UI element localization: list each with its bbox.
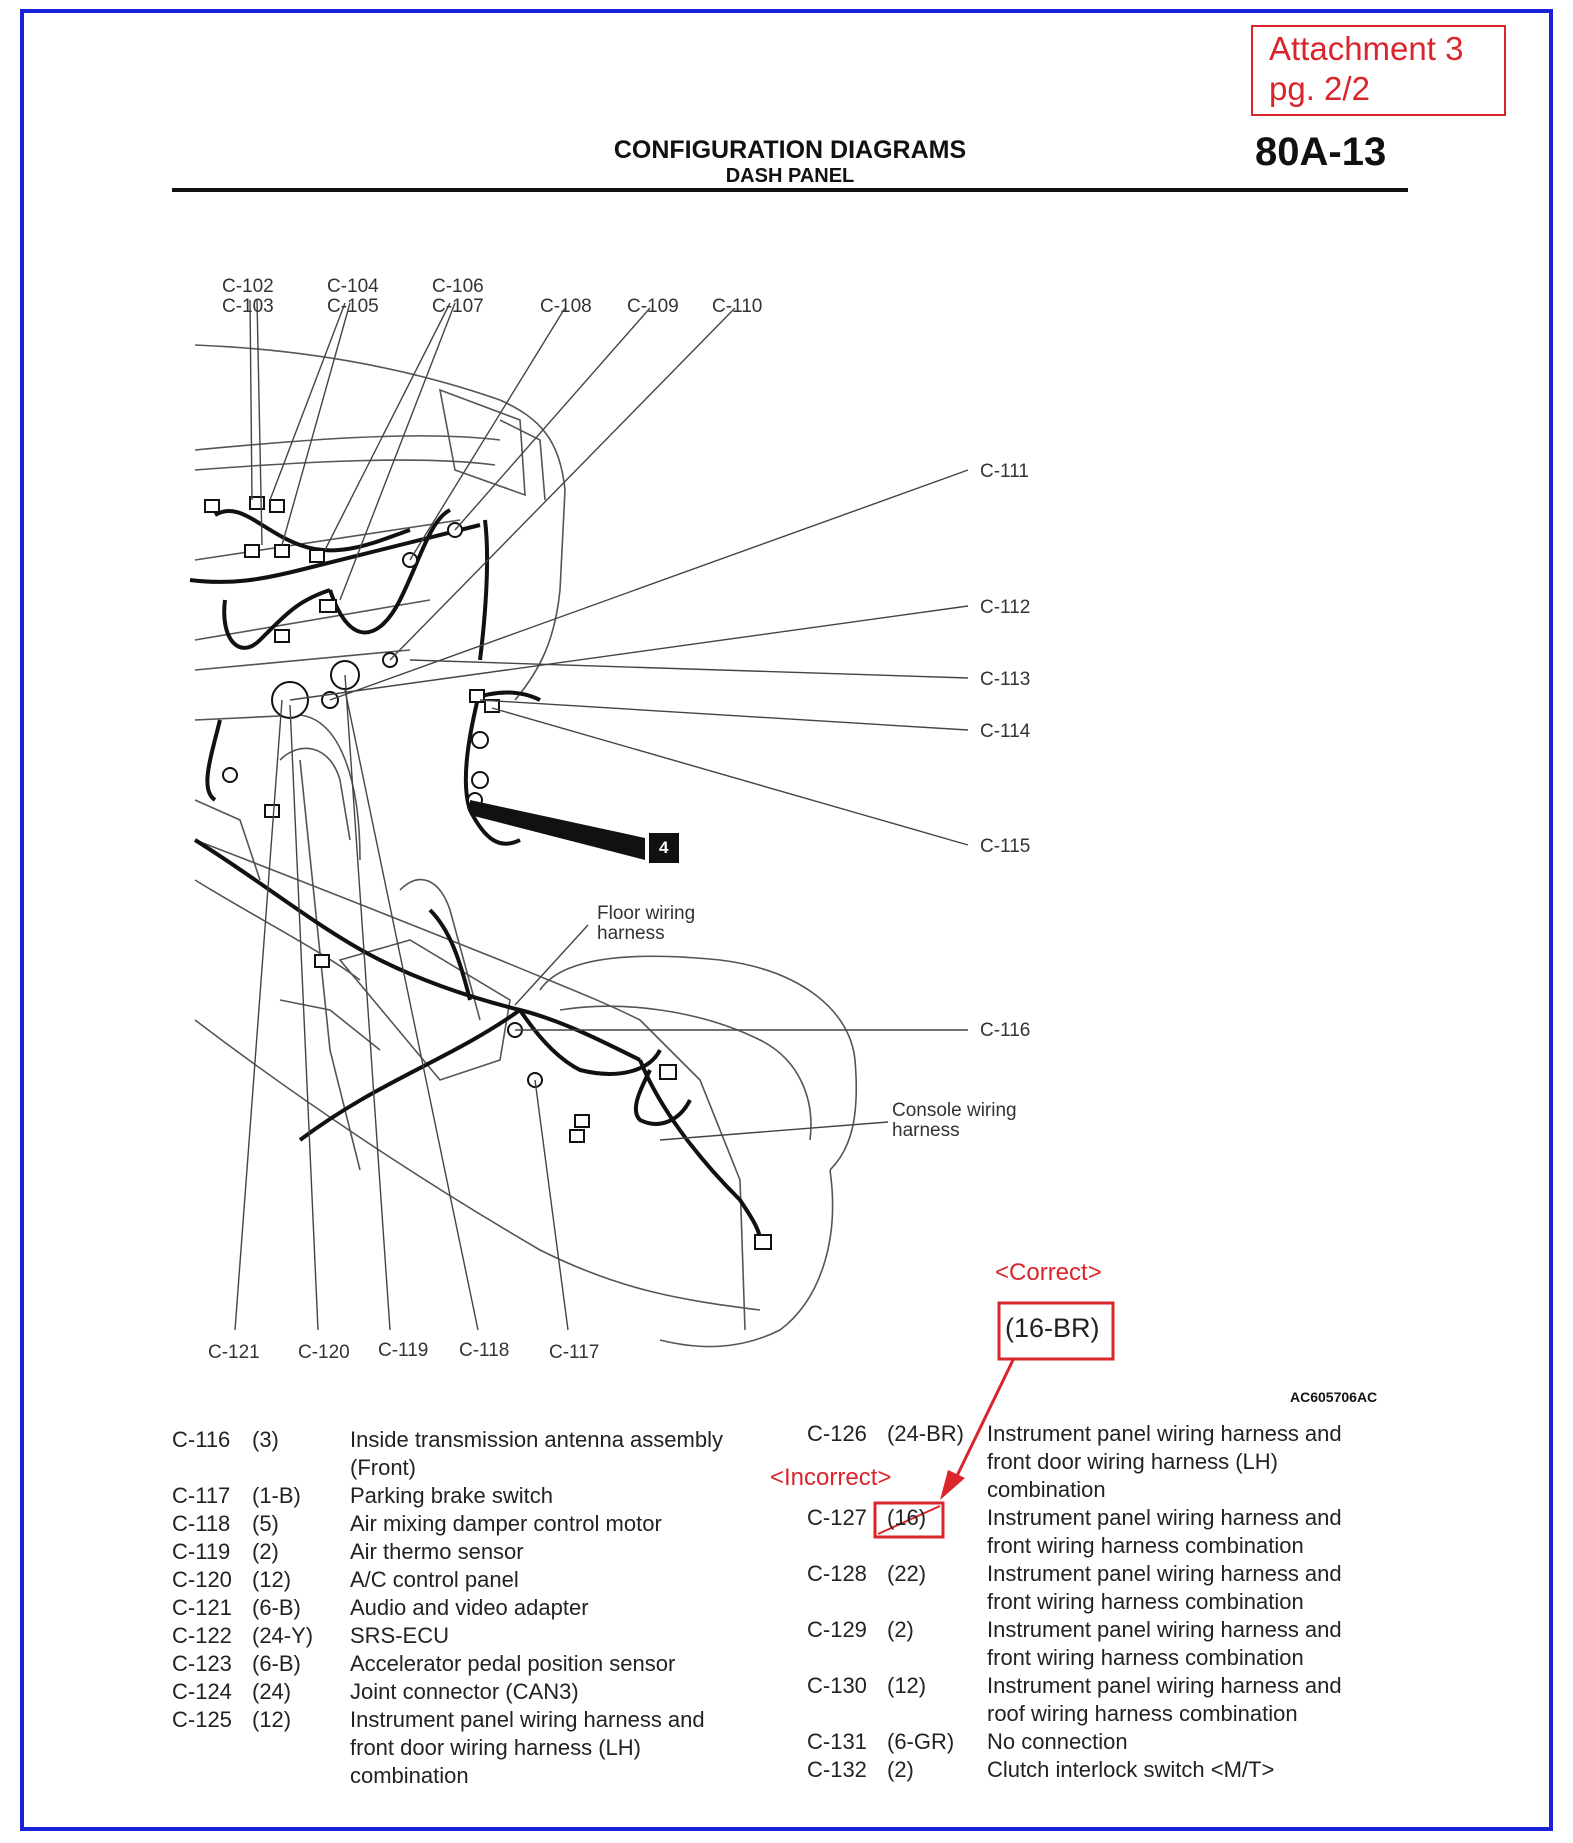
connector-pin-count: (12) bbox=[252, 1567, 292, 1592]
attachment-label: Attachment 3 bbox=[1269, 30, 1464, 67]
connector-description: Inside transmission antenna assembly (Fr… bbox=[350, 1427, 723, 1480]
connector-pin-count: (2) bbox=[887, 1757, 914, 1782]
connector-pin-count: (5) bbox=[252, 1511, 279, 1536]
connector-pin-count: (6-B) bbox=[252, 1595, 301, 1620]
connector-description: Instrument panel wiring harness and fron… bbox=[987, 1421, 1342, 1502]
connector-pin-count: (3) bbox=[252, 1427, 279, 1452]
connector-description: No connection bbox=[987, 1729, 1128, 1754]
callout-c117: C-117 bbox=[549, 1342, 600, 1363]
connector-code: C-122 bbox=[172, 1623, 232, 1648]
leader-lines bbox=[234, 299, 969, 1331]
callout-c120: C-120 bbox=[298, 1342, 350, 1363]
connector-description: Clutch interlock switch <M/T> bbox=[987, 1757, 1275, 1782]
callout-c121: C-121 bbox=[208, 1342, 260, 1363]
connector-pin-count: (22) bbox=[887, 1561, 927, 1586]
connector-code: C-131 bbox=[807, 1729, 867, 1754]
connector-pin-count: (12) bbox=[252, 1707, 292, 1732]
connector-pin-count: (24-Y) bbox=[252, 1623, 314, 1648]
connector-description: Parking brake switch bbox=[350, 1483, 553, 1508]
connector-description: Joint connector (CAN3) bbox=[350, 1679, 579, 1704]
figure-code: AC605706AC bbox=[1290, 1389, 1378, 1405]
connector-pin-count: (6-GR) bbox=[887, 1729, 955, 1754]
floor-harness-line1: Floor wiring bbox=[597, 903, 696, 924]
connector-pin-count: (16) bbox=[887, 1505, 927, 1530]
connector-pin-count: (1-B) bbox=[252, 1483, 301, 1508]
panel-outline bbox=[194, 344, 858, 1348]
incorrect-box bbox=[873, 1501, 945, 1539]
connector-description: Instrument panel wiring harness and roof… bbox=[987, 1673, 1342, 1726]
connector-code: C-118 bbox=[172, 1511, 231, 1536]
attachment-stamp: Attachment 3 pg. 2/2 bbox=[1251, 25, 1506, 116]
callout-c104: C-104 bbox=[327, 276, 379, 297]
console-harness-line1: Console wiring bbox=[892, 1100, 1017, 1121]
connector-description: Instrument panel wiring harness and fron… bbox=[987, 1505, 1342, 1558]
connector-description: Accelerator pedal position sensor bbox=[350, 1651, 676, 1676]
connector-code: C-127 bbox=[807, 1505, 867, 1530]
callout-c109: C-109 bbox=[627, 296, 679, 317]
connector-description: Air mixing damper control motor bbox=[350, 1511, 662, 1536]
callout-c118: C-118 bbox=[459, 1340, 510, 1361]
connector-code: C-119 bbox=[172, 1539, 231, 1564]
callout-c106: C-106 bbox=[432, 276, 484, 297]
connector-code: C-121 bbox=[172, 1595, 232, 1620]
connector-code: C-130 bbox=[807, 1673, 867, 1698]
connector-description: Instrument panel wiring harness and fron… bbox=[987, 1561, 1342, 1614]
connector-code: C-132 bbox=[807, 1757, 867, 1782]
attachment-page: pg. 2/2 bbox=[1269, 70, 1370, 107]
callout-c110: C-110 bbox=[712, 296, 763, 317]
view-marker: 4 bbox=[659, 838, 669, 857]
correct-value: (16-BR) bbox=[1005, 1313, 1100, 1343]
wiring-harness bbox=[189, 508, 762, 1241]
connector-code: C-116 bbox=[172, 1427, 231, 1452]
connector-pin-count: (24) bbox=[252, 1679, 292, 1704]
connector-description: Air thermo sensor bbox=[350, 1539, 524, 1564]
view-marker-box bbox=[649, 833, 679, 863]
correction-arrow-head bbox=[940, 1470, 965, 1500]
connector-description: Audio and video adapter bbox=[350, 1595, 589, 1620]
callout-c116: C-116 bbox=[980, 1020, 1031, 1041]
correction-arrow-line bbox=[953, 1359, 1015, 1481]
connector-code: C-128 bbox=[807, 1561, 867, 1586]
callout-c107: C-107 bbox=[432, 296, 484, 317]
callout-c114: C-114 bbox=[980, 721, 1031, 742]
page-border bbox=[20, 9, 1553, 1831]
header-rule bbox=[172, 188, 1408, 192]
console-harness-line2: harness bbox=[892, 1120, 960, 1141]
page-subtitle: DASH PANEL bbox=[725, 165, 855, 187]
connector-pin-count: (12) bbox=[887, 1673, 927, 1698]
connector-pin-count: (6-B) bbox=[252, 1651, 301, 1676]
callout-c113: C-113 bbox=[980, 669, 1031, 690]
connector-code: C-117 bbox=[172, 1483, 231, 1508]
floor-harness-line2: harness bbox=[597, 923, 665, 944]
callout-c102: C-102 bbox=[222, 276, 274, 297]
correct-label: <Correct> bbox=[995, 1259, 1102, 1286]
callout-c108: C-108 bbox=[540, 296, 592, 317]
connector-pin-count: (2) bbox=[887, 1617, 914, 1642]
callout-c115: C-115 bbox=[980, 836, 1031, 857]
connector-description: Instrument panel wiring harness and fron… bbox=[350, 1707, 705, 1788]
callout-c119: C-119 bbox=[378, 1340, 429, 1361]
connector-description: Instrument panel wiring harness and fron… bbox=[987, 1617, 1342, 1670]
connector-code: C-125 bbox=[172, 1707, 232, 1732]
connector-pin-count: (24-BR) bbox=[887, 1421, 965, 1446]
callout-c112: C-112 bbox=[980, 597, 1031, 618]
connector-description: SRS-ECU bbox=[350, 1623, 450, 1648]
callout-c111: C-111 bbox=[980, 461, 1029, 482]
callout-c105: C-105 bbox=[327, 296, 379, 317]
connector-code: C-126 bbox=[807, 1421, 867, 1446]
page-title: CONFIGURATION DIAGRAMS bbox=[613, 136, 967, 164]
connector-code: C-124 bbox=[172, 1679, 232, 1704]
view-pointer bbox=[470, 800, 645, 860]
connector-pin-count: (2) bbox=[252, 1539, 279, 1564]
connector-code: C-123 bbox=[172, 1651, 232, 1676]
strike-line bbox=[877, 1505, 941, 1535]
connector-code: C-120 bbox=[172, 1567, 232, 1592]
callout-c103: C-103 bbox=[222, 296, 274, 317]
page-number: 80A-13 bbox=[1255, 130, 1387, 174]
correct-box bbox=[997, 1301, 1115, 1361]
incorrect-label: <Incorrect> bbox=[770, 1464, 892, 1491]
connector-description: A/C control panel bbox=[350, 1567, 519, 1592]
connector-code: C-129 bbox=[807, 1617, 867, 1642]
